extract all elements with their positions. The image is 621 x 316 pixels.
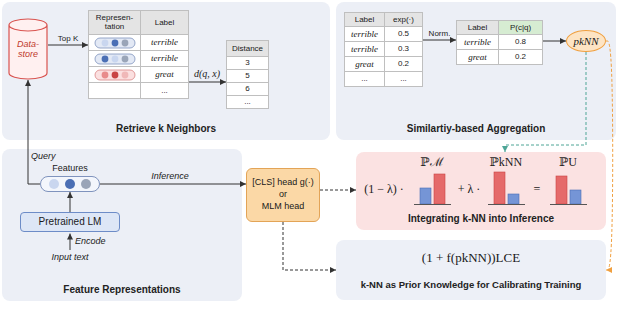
connector xyxy=(70,192,71,212)
panel: Feature Representations FeaturesPretrain… xyxy=(2,149,242,301)
table-cell: 0.2 xyxy=(385,57,423,72)
head-label: MLM head xyxy=(262,201,305,213)
formula-term: ℙkNN xyxy=(486,155,526,169)
table-header: exp(·) xyxy=(385,13,423,27)
bar-chart xyxy=(414,174,451,205)
table-cell: ... xyxy=(345,72,385,87)
formula-term: ℙU xyxy=(548,155,588,169)
connector xyxy=(505,52,586,152)
bar-chart xyxy=(550,176,587,205)
feature-dot xyxy=(65,179,75,189)
head-label: or xyxy=(279,189,287,201)
exp-table: Labelexp(·)terrible0.5terrible0.3great0.… xyxy=(344,12,423,87)
table-cell: terrible xyxy=(141,35,189,51)
table-cell: great xyxy=(457,50,499,65)
store-label: Data-store xyxy=(10,36,46,64)
distance-table: Distance356... xyxy=(226,40,269,109)
table-rules xyxy=(89,35,141,99)
panel: Retrieve k Neighbors Data-store Represen-… xyxy=(2,2,330,140)
bar-chart xyxy=(488,172,525,205)
connector xyxy=(48,45,88,46)
formula-term: = xyxy=(526,182,548,198)
feature-vector: Features xyxy=(40,176,100,192)
table-cell: 0.8 xyxy=(499,35,543,50)
connector xyxy=(320,190,356,191)
vector-icon xyxy=(95,70,135,80)
probability-ellipse: pkNN xyxy=(566,30,606,52)
panel-title: Integrating k-NN into Inference xyxy=(356,212,606,226)
table-cell: 0.3 xyxy=(385,42,423,57)
encode-line xyxy=(70,234,71,251)
table-cell: ... xyxy=(385,72,423,87)
formula-term: + λ · xyxy=(452,182,486,198)
annotation: Input text xyxy=(25,252,115,263)
formula-term: (1 + f(pkNN))LCE xyxy=(336,249,606,267)
cylinder-body xyxy=(9,19,47,79)
panel-title: Similartiy-based Aggregation xyxy=(336,122,616,136)
connector xyxy=(28,80,40,184)
annotation: Encode xyxy=(75,236,125,247)
table-header: Label xyxy=(141,11,189,35)
connector xyxy=(606,41,613,270)
table-header: Represen- tation xyxy=(89,11,141,35)
feature-vector-icon xyxy=(41,177,99,191)
vector-icon xyxy=(95,54,135,64)
table-header: Label xyxy=(345,13,385,27)
table-cell: terrible xyxy=(345,42,385,57)
edge-label: Query xyxy=(31,151,71,162)
panel-title: k-NN as Prior Knowledge for Calibrating … xyxy=(336,278,606,292)
feature-dot xyxy=(49,179,59,189)
datastore-cylinder: Data-store xyxy=(8,18,48,80)
table-cell: 0.2 xyxy=(499,50,543,65)
panel: Similartiy-based AggregationLabelexp(·)t… xyxy=(336,2,616,140)
edge-label: d(q, x) xyxy=(188,68,226,79)
feature-label: Features xyxy=(30,162,110,174)
connector xyxy=(100,184,246,185)
formula-term: ℙℳ xyxy=(412,155,452,169)
table-cell: great xyxy=(141,67,189,83)
table-cell: terrible xyxy=(141,51,189,67)
head-label: [CLS] head g(·) xyxy=(252,177,314,189)
model-label: Pretrained LM xyxy=(21,213,119,231)
connector xyxy=(283,222,336,270)
table-cell: ... xyxy=(227,96,269,109)
neighbor-table: Represen- tationLabelterribleterriblegre… xyxy=(88,10,189,99)
table-cell: 6 xyxy=(227,83,269,96)
edge-label: Top K xyxy=(48,33,88,44)
table-cell: ... xyxy=(141,83,189,99)
model-box: Pretrained LM xyxy=(20,212,120,232)
table-cell: 5 xyxy=(227,70,269,83)
panel: (1 − λ) · ℙℳ+ λ ·ℙkNN=ℙU Integrating k-NN … xyxy=(356,152,606,230)
panel-title: Retrieve k Neighbors xyxy=(2,122,330,136)
connector xyxy=(423,40,456,41)
edge-label: Norm. xyxy=(423,28,456,39)
formula-term: (1 − λ) · xyxy=(360,182,408,198)
table-cell: terrible xyxy=(345,27,385,42)
probability-table: LabelP(c|q)terrible0.8great0.2 xyxy=(456,20,543,65)
panel: (1 + f(pkNN))LCE k-NN as Prior Knowledge … xyxy=(336,240,606,300)
table-header: Distance xyxy=(227,41,269,57)
table-cell: terrible xyxy=(457,35,499,50)
edge-label: Inference xyxy=(130,171,210,182)
prob-label: pkNN xyxy=(567,31,605,51)
feature-dot xyxy=(81,179,91,189)
connector xyxy=(189,82,226,83)
table-cell: great xyxy=(345,57,385,72)
table-cell: 3 xyxy=(227,57,269,70)
vector-icon xyxy=(95,38,135,48)
table-header: P(c|q) xyxy=(499,21,543,35)
table-cell: 0.5 xyxy=(385,27,423,42)
table-header: Label xyxy=(457,21,499,35)
connector xyxy=(543,41,566,42)
panel-title: Feature Representations xyxy=(2,283,242,297)
head-box: [CLS] head g(·)orMLM head xyxy=(246,168,320,222)
